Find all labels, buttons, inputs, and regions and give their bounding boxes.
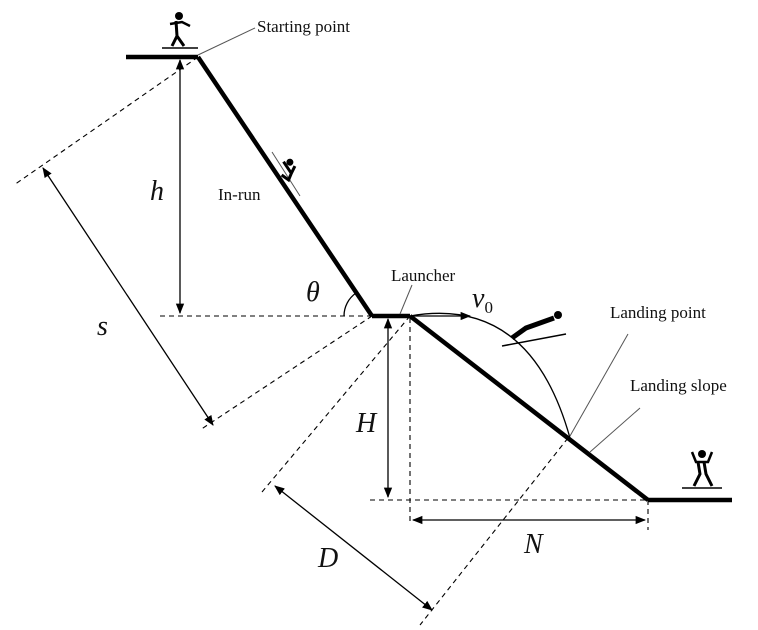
H-symbol: H bbox=[355, 408, 378, 439]
landing-slope-label: Landing slope bbox=[630, 376, 727, 395]
s-symbol: s bbox=[97, 311, 108, 342]
landing-point-leader bbox=[569, 333, 629, 437]
dashed-start-perpendicular bbox=[13, 56, 199, 186]
landed-skier-icon bbox=[682, 450, 722, 489]
N-symbol: N bbox=[523, 529, 544, 560]
D-dimension bbox=[274, 485, 433, 611]
landing-slope-line bbox=[408, 314, 650, 502]
landing-point-label: Landing point bbox=[610, 303, 706, 322]
flight-trajectory bbox=[409, 312, 571, 439]
in-run-ramp bbox=[196, 55, 374, 318]
theta-symbol: θ bbox=[306, 277, 320, 308]
crouching-skier-icon bbox=[280, 158, 297, 183]
s-dimension bbox=[42, 167, 214, 426]
theta-arc bbox=[343, 292, 357, 317]
dashed-launcher-perpendicular bbox=[199, 315, 373, 431]
starting-point-label: Starting point bbox=[257, 17, 350, 36]
in-run-motion-line bbox=[271, 151, 301, 197]
launcher-leader bbox=[399, 284, 413, 315]
standing-skier-icon bbox=[162, 12, 198, 49]
D-symbol: D bbox=[317, 543, 338, 574]
h-symbol: h bbox=[150, 176, 164, 207]
launcher-label: Launcher bbox=[391, 266, 456, 285]
v0-symbol: v0 bbox=[472, 283, 493, 317]
dashed-landing-normal-2 bbox=[419, 437, 569, 626]
in-run-label: In-run bbox=[218, 185, 261, 204]
starting-point-leader bbox=[197, 27, 256, 56]
flying-skier-icon bbox=[501, 311, 567, 347]
landing-slope-leader bbox=[589, 407, 641, 453]
